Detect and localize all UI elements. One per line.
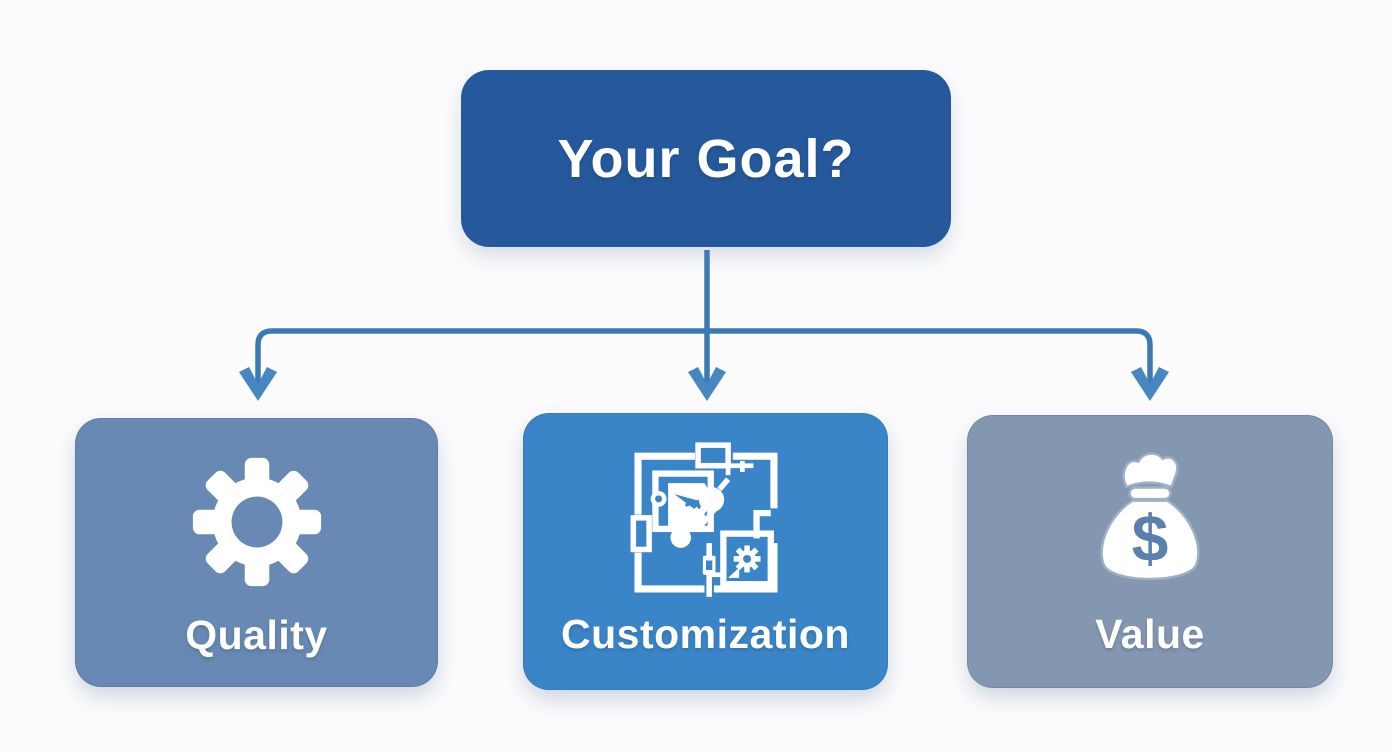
arrowhead-center xyxy=(688,367,726,401)
connector-line-branch xyxy=(255,328,1153,386)
child-node-quality: Quality xyxy=(75,418,438,687)
money-bag-icon: $ xyxy=(1082,445,1218,597)
child-node-label-customization: Customization xyxy=(561,611,850,657)
blueprint-schematic-icon xyxy=(627,442,785,599)
gear-icon xyxy=(191,446,323,598)
child-node-label-value: Value xyxy=(1095,611,1205,657)
arrowhead-right xyxy=(1131,367,1169,401)
child-node-customization: Customization xyxy=(523,413,888,690)
root-node-your-goal: Your Goal? xyxy=(461,70,951,247)
dollar-sign-glyph: $ xyxy=(1132,501,1169,575)
child-node-label-quality: Quality xyxy=(185,612,328,658)
arrowhead-left xyxy=(239,367,277,401)
child-node-value: $ Value xyxy=(967,415,1333,688)
root-node-label: Your Goal? xyxy=(557,128,855,189)
